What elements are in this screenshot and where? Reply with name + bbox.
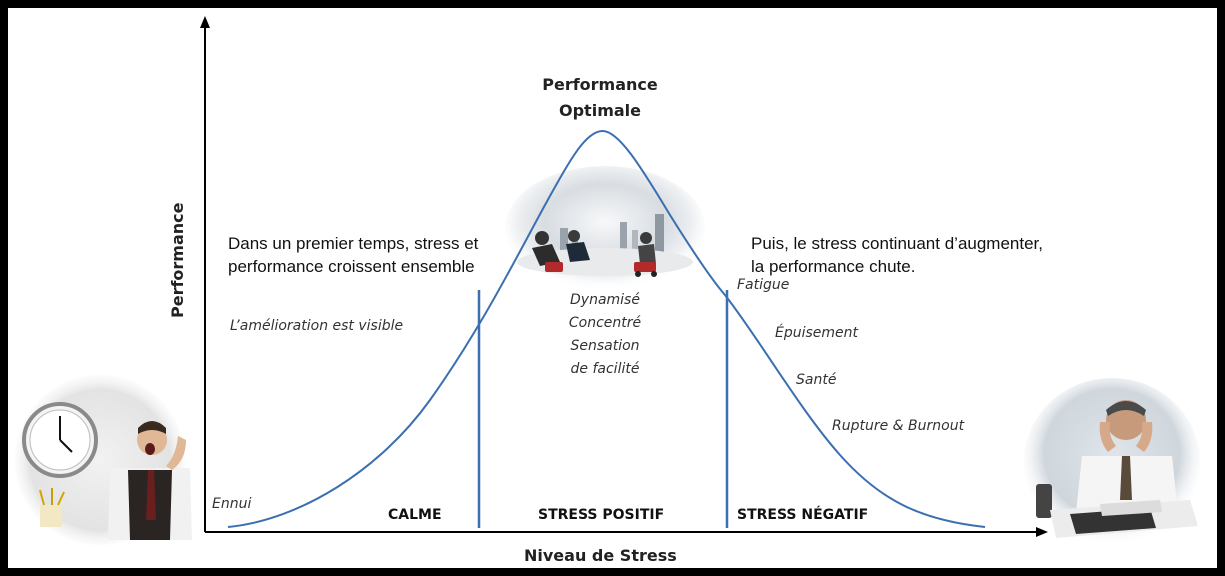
x-axis-arrow [1036, 527, 1048, 537]
zone-label-stress-positif: STRESS POSITIF [538, 507, 665, 523]
annotation-sensation: Sensation [570, 338, 640, 354]
y-axis-arrow [200, 16, 210, 28]
annotation-epuisement: Épuisement [775, 325, 859, 341]
annotation-rupture: Rupture & Burnout [832, 418, 965, 434]
peak-title-line1: Performance [542, 75, 658, 94]
left-description-line1: Dans un premier temps, stress et [228, 234, 479, 253]
y-axis-title: Performance [168, 202, 187, 318]
peak-title-line2: Optimale [559, 101, 641, 120]
right-description: Puis, le stress continuant d’augmenter, … [751, 232, 1043, 278]
performance-curve [227, 129, 986, 528]
annotation-dynamise: Dynamisé [570, 292, 640, 308]
right-description-line2: la performance chute. [751, 257, 916, 276]
right-description-line1: Puis, le stress continuant d’augmenter, [751, 234, 1043, 253]
left-description: Dans un premier temps, stress et perform… [228, 232, 478, 278]
bored-man-clock-icon [15, 375, 192, 545]
stressed-man-desk-icon [1024, 378, 1200, 546]
peak-title: Performance Optimale [530, 72, 670, 124]
zone-label-stress-negatif: STRESS NÉGATIF [737, 507, 869, 523]
annotation-concentre: Concentré [568, 315, 642, 331]
annotation-facilite: de facilité [570, 361, 640, 377]
annotation-positive-list: Dynamisé Concentré Sensation de facilité [545, 289, 665, 381]
business-race-icon [505, 166, 705, 290]
annotation-fatigue: Fatigue [737, 277, 790, 293]
annotation-ennui: Ennui [212, 496, 252, 512]
annotation-amelioration: L’amélioration est visible [230, 318, 404, 334]
x-axis-title: Niveau de Stress [524, 546, 677, 565]
annotation-sante: Santé [796, 372, 837, 388]
left-description-line2: performance croissent ensemble [228, 257, 475, 276]
zone-label-calme: CALME [388, 507, 442, 523]
